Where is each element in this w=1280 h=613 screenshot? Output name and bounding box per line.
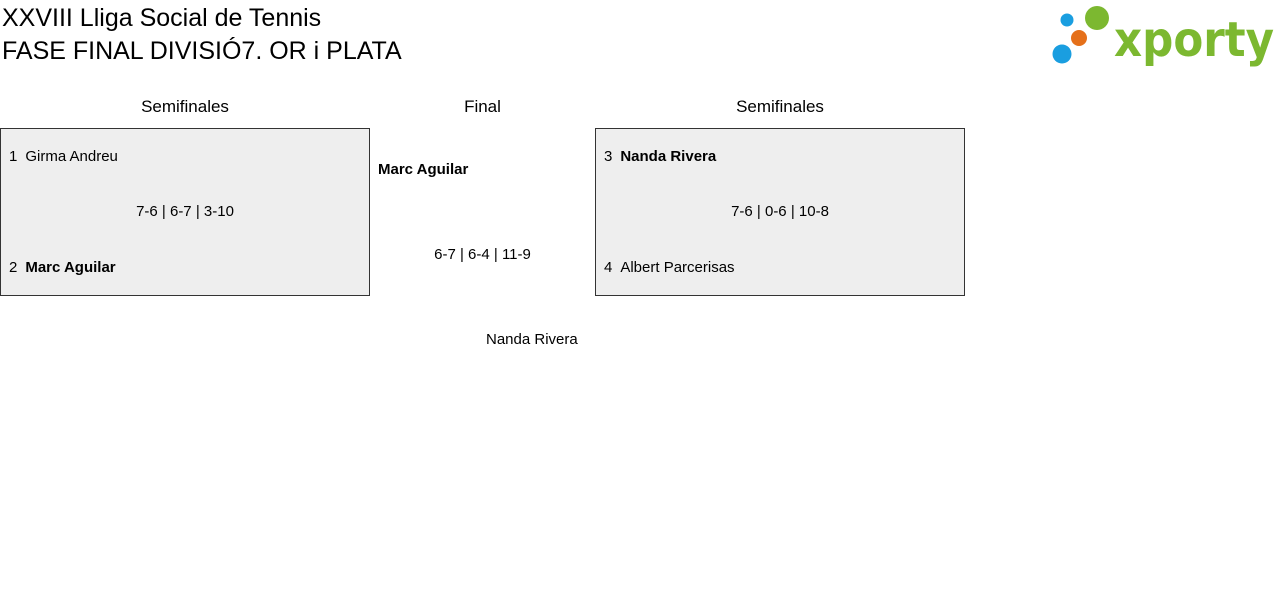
player-name: Girma Andreu <box>25 148 118 165</box>
player-seed: 2 <box>9 259 18 276</box>
semifinal-match-right[interactable]: 3 Nanda Rivera 7-6 | 0-6 | 10-8 4 Albert P… <box>595 128 965 296</box>
xporty-logo[interactable]: xporty <box>1050 4 1276 68</box>
semifinal-match-left[interactable]: 1 Girma Andreu 7-6 | 6-7 | 3-10 2 Marc Agu… <box>0 128 370 296</box>
final-player-bottom: Nanda Rivera <box>486 331 578 348</box>
player-name: Nanda Rivera <box>620 148 717 165</box>
logo-dot-orange <box>1071 30 1087 46</box>
logo-dot-blue-large <box>1052 44 1072 64</box>
player-name: Marc Aguilar <box>25 259 116 276</box>
page-subtitle: FASE FINAL DIVISIÓ7. OR i PLATA <box>2 37 402 65</box>
logo-wordmark: xporty <box>1114 12 1274 68</box>
player-seed: 4 <box>604 259 613 276</box>
logo-dot-blue-small <box>1060 13 1074 27</box>
semifinal-left-player-1: 1 Girma Andreu <box>9 148 118 166</box>
player-seed: 3 <box>604 148 613 165</box>
column-header-final: Final <box>464 97 501 116</box>
player-seed: 1 <box>9 148 18 165</box>
semifinal-left-player-2: 2 Marc Aguilar <box>9 259 116 277</box>
final-score: 6-7 | 6-4 | 11-9 <box>434 246 531 263</box>
player-name: Albert Parcerisas <box>620 259 735 276</box>
column-header-semifinals-right: Semifinales <box>736 97 824 116</box>
logo-dot-green <box>1085 6 1109 30</box>
final-player-top: Marc Aguilar <box>378 161 469 178</box>
page-title: XXVIII Lliga Social de Tennis <box>2 4 322 32</box>
match-score: 7-6 | 0-6 | 10-8 <box>731 203 829 220</box>
match-score: 7-6 | 6-7 | 3-10 <box>136 203 234 220</box>
column-header-semifinals-left: Semifinales <box>141 97 229 116</box>
semifinal-right-player-2: 4 Albert Parcerisas <box>604 259 735 277</box>
semifinal-right-player-1: 3 Nanda Rivera <box>604 148 716 166</box>
